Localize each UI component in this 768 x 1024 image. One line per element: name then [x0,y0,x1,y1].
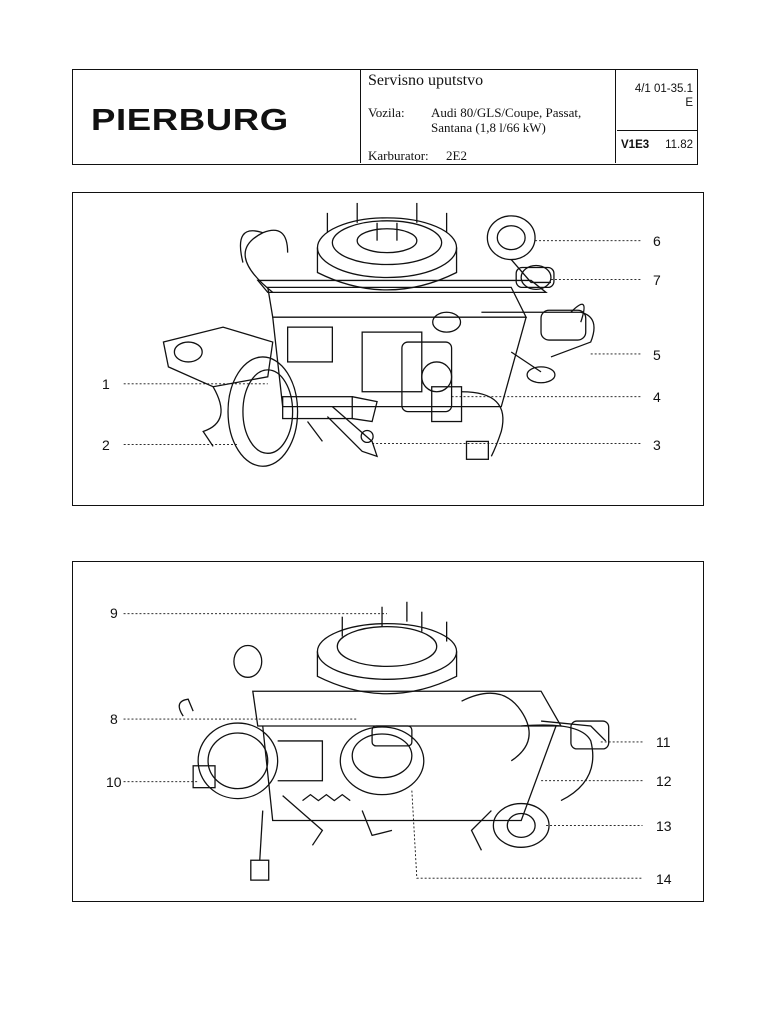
callout-11: 11 [656,734,671,750]
vehicle-label: Vozila: [368,105,405,120]
vehicle-value: Audi 80/GLS/Coupe, Passat, Santana (1,8 … [431,105,582,135]
revision-code: V1E3 [621,139,650,151]
callout-13: 13 [656,818,672,834]
carburetor-drawing-1 [123,202,643,467]
carburetor-label: Karburator: [368,148,429,163]
callout-12: 12 [656,773,672,789]
callout-1: 1 [102,376,110,392]
callout-7: 7 [653,272,661,288]
document-title: Servisno uputstvo [368,72,484,89]
callout-8: 8 [110,711,118,727]
logo-cell: PIERBURG [73,70,361,163]
callout-10: 10 [106,774,122,790]
callout-14: 14 [656,871,672,887]
header-divider [617,130,697,131]
figure-1-panel: 1 2 3 4 5 6 7 [72,192,704,506]
pierburg-logo: PIERBURG [91,102,289,137]
carburetor-drawing-2 [123,601,643,881]
document-number: 4/1 01-35.1 [634,83,693,95]
document-language: E [685,97,693,109]
header-reference: 4/1 01-35.1 E V1E3 11.82 [617,70,697,163]
header-info: Servisno uputstvo Vozila: Audi 80/GLS/Co… [362,70,616,163]
callout-5: 5 [653,347,661,363]
document-header: PIERBURG Servisno uputstvo Vozila: Audi … [72,69,698,165]
document-number-block: 4/1 01-35.1 E [635,82,693,110]
callout-2: 2 [102,437,110,453]
revision-date: 11.82 [665,139,693,151]
callout-9: 9 [110,605,118,621]
callout-6: 6 [653,233,661,249]
figure-2-panel: 9 8 10 11 12 13 14 [72,561,704,902]
carburetor-value: 2E2 [446,148,467,163]
callout-3: 3 [653,437,661,453]
callout-4: 4 [653,389,661,405]
